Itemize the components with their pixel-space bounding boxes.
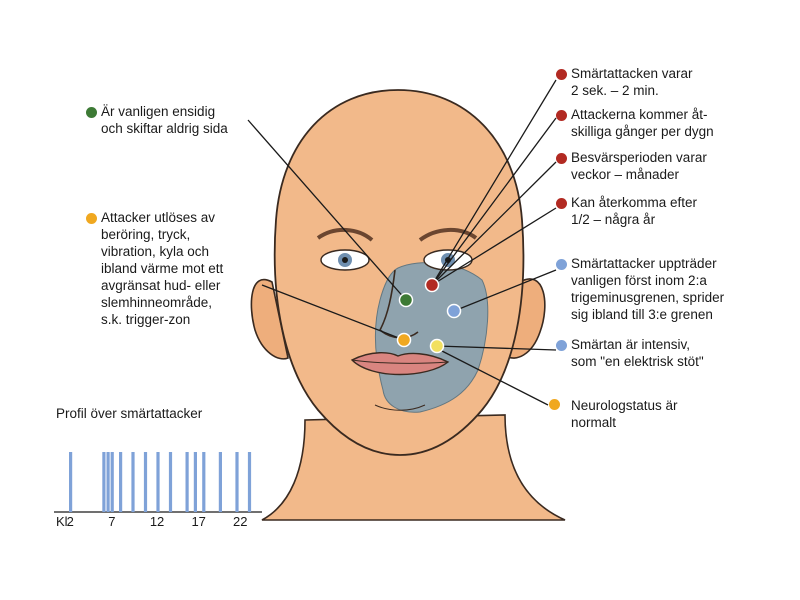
label-intensity: Smärtan är intensiv, som "en elektrisk s…: [571, 337, 704, 369]
label-recurrence: Kan återkomma efter 1/2 – några år: [571, 195, 698, 227]
attack-bar-7: [156, 452, 160, 512]
bullet-red-1: [556, 69, 567, 80]
label-duration: Smärtattacken varar 2 sek. – 2 min.: [571, 66, 693, 98]
left-ear: [250, 278, 289, 360]
marker-blue: [446, 303, 462, 319]
marker-green: [398, 292, 414, 308]
profile-tick-label: 2: [66, 514, 74, 529]
profile-tick-label: 22: [233, 514, 248, 529]
attack-bar-3: [110, 452, 114, 512]
profile-tick-label: 12: [149, 514, 165, 529]
attack-profile-chart: [54, 452, 262, 513]
profile-tick-label: 7: [108, 514, 116, 529]
bullet-yellow: [86, 213, 97, 224]
attack-bar-6: [143, 452, 148, 512]
attack-bar-9: [185, 452, 189, 512]
bullet-blue-1: [556, 259, 567, 270]
profile-title: Profil över smärtattacker: [56, 406, 203, 421]
bullet-green: [86, 107, 97, 118]
attack-bar-10: [193, 452, 197, 512]
attack-bar-8: [168, 452, 173, 512]
profile-axis-label: Kl: [56, 514, 68, 529]
label-trigger-zone: Attacker utlöses av beröring, tryck, vib…: [101, 210, 224, 327]
bullet-yellow-2: [549, 399, 560, 410]
leader-lines: [247, 79, 557, 406]
attack-bar-12: [218, 452, 222, 512]
marker-red: [424, 277, 440, 293]
marker-yellow-2: [429, 338, 445, 354]
attack-bar-2: [106, 452, 110, 512]
bullet-red-4: [556, 198, 567, 209]
marker-yellow-1: [396, 332, 412, 348]
bullet-red-2: [556, 110, 567, 121]
label-one-sided: Är vanligen ensidig och skiftar aldrig s…: [101, 104, 228, 136]
attack-bar-11: [202, 452, 206, 512]
attack-bar-14: [247, 452, 252, 512]
attack-bar-1: [102, 452, 106, 512]
attack-bar-5: [131, 452, 135, 512]
label-trigeminal-branch: Smärtattacker uppträder vanligen först i…: [571, 256, 725, 322]
bullet-red-3: [556, 153, 567, 164]
attack-bar-0: [69, 452, 73, 512]
label-frequency: Attackerna kommer åt- skilliga gånger pe…: [571, 107, 714, 139]
label-period: Besvärsperioden varar veckor – månader: [571, 150, 707, 182]
attack-bar-4: [119, 452, 123, 512]
label-neurology: Neurologstatus är normalt: [571, 398, 678, 430]
neck: [261, 414, 566, 521]
profile-tick-label: 17: [191, 514, 206, 529]
attack-bar-13: [235, 452, 239, 512]
bullet-blue-2: [556, 340, 567, 351]
